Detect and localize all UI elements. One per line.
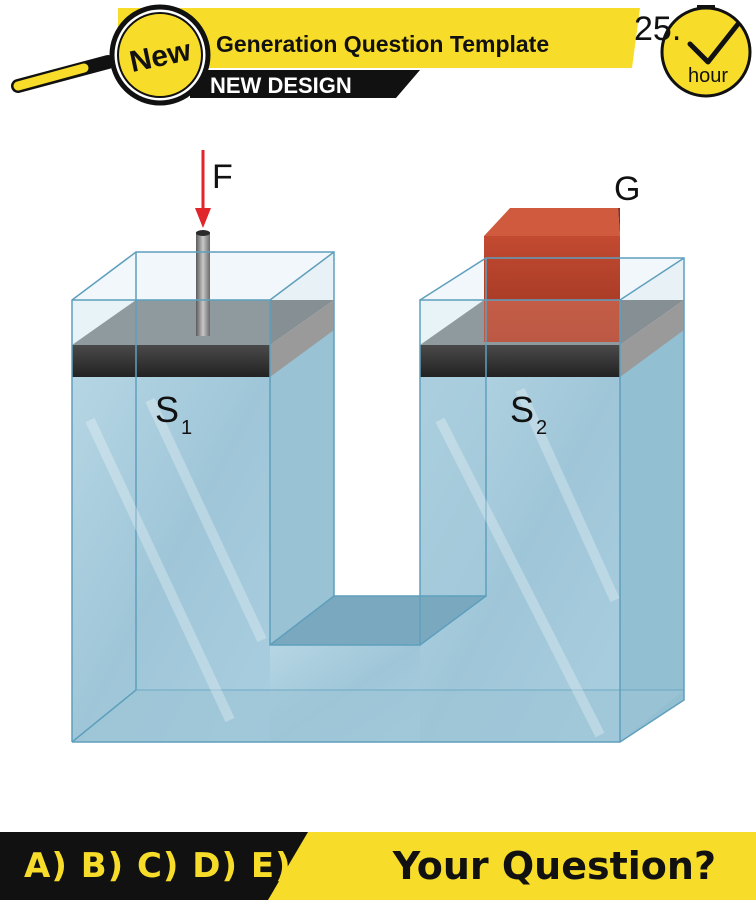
weight-label: G bbox=[614, 170, 640, 208]
force-label: F bbox=[212, 158, 233, 196]
water-volume bbox=[72, 320, 684, 742]
piston-s2-subscript: 2 bbox=[536, 417, 547, 439]
clock-unit: hour bbox=[688, 65, 728, 87]
piston-s1-subscript: 1 bbox=[181, 417, 192, 439]
hydraulic-press-diagram: F G S 1 S 2 bbox=[71, 150, 685, 743]
clock-icon bbox=[660, 5, 752, 98]
question-text: Your Question? bbox=[392, 844, 716, 888]
piston-s2-label: S bbox=[510, 389, 534, 430]
footer-bar: A) B) C) D) E) Your Question? bbox=[0, 832, 756, 900]
magnifier-icon bbox=[11, 4, 211, 106]
clock-number: 25. bbox=[634, 10, 681, 48]
glass-reflections bbox=[85, 387, 620, 738]
footer-question-panel bbox=[268, 832, 756, 900]
header-banner: New Generation Question Template NEW DES… bbox=[11, 4, 752, 106]
glass-top-left bbox=[72, 252, 334, 345]
answer-choices: A) B) C) D) E) bbox=[24, 846, 292, 886]
header-subtitle: NEW DESIGN bbox=[210, 73, 352, 98]
title-ribbon bbox=[118, 8, 640, 68]
weight-block-g bbox=[484, 208, 620, 342]
force-arrow bbox=[195, 150, 211, 228]
piston-s1-label: S bbox=[155, 389, 179, 430]
header-title: Generation Question Template bbox=[216, 31, 549, 57]
glass-outline bbox=[71, 251, 685, 743]
piston-rod bbox=[196, 230, 210, 336]
subtitle-ribbon bbox=[190, 70, 420, 98]
